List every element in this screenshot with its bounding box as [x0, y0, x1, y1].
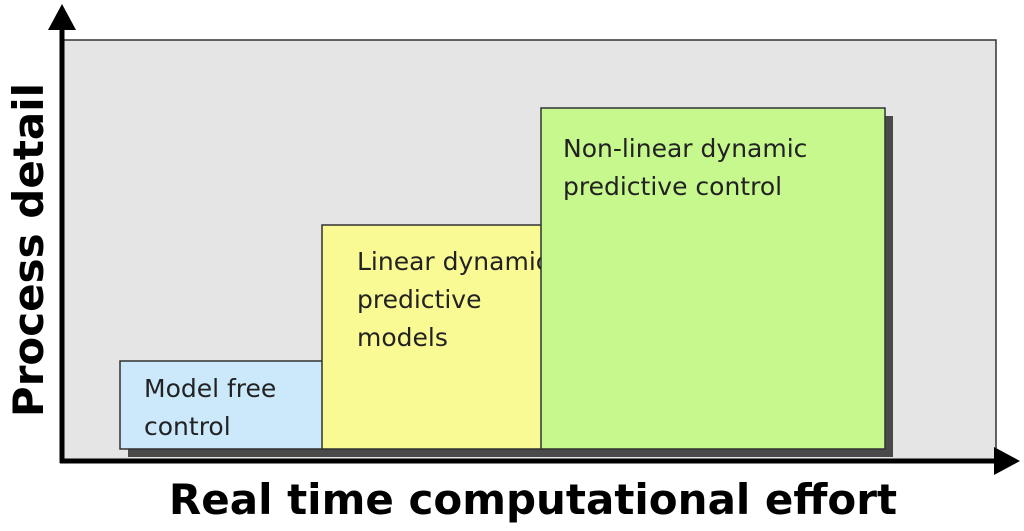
x-axis-arrow-icon: [994, 447, 1020, 475]
y-axis-label: Process detail: [4, 83, 53, 417]
box-label: Model free control: [144, 374, 276, 441]
box-label-line: control: [144, 412, 231, 441]
box-model-free-control: Model free control: [119, 360, 344, 457]
box-rect: [119, 360, 337, 450]
x-axis-label: Real time computational effort: [169, 475, 897, 524]
box-rect: [321, 224, 584, 450]
box-label-line: Model free: [144, 374, 276, 403]
box-label-line: predictive: [357, 285, 481, 314]
box-label-line: Linear dynamic: [357, 247, 550, 276]
box-label-line: models: [357, 323, 448, 352]
box-non-linear-dynamic-predictive-control: Non-linear dynamic predictive control: [540, 107, 893, 457]
box-label: Non-linear dynamic predictive control: [563, 134, 807, 201]
box-label: Linear dynamic predictive models: [357, 247, 550, 352]
box-rect: [540, 107, 886, 450]
y-axis-arrow-icon: [48, 4, 76, 30]
box-label-line: predictive control: [563, 172, 782, 201]
box-label-line: Non-linear dynamic: [563, 134, 807, 163]
